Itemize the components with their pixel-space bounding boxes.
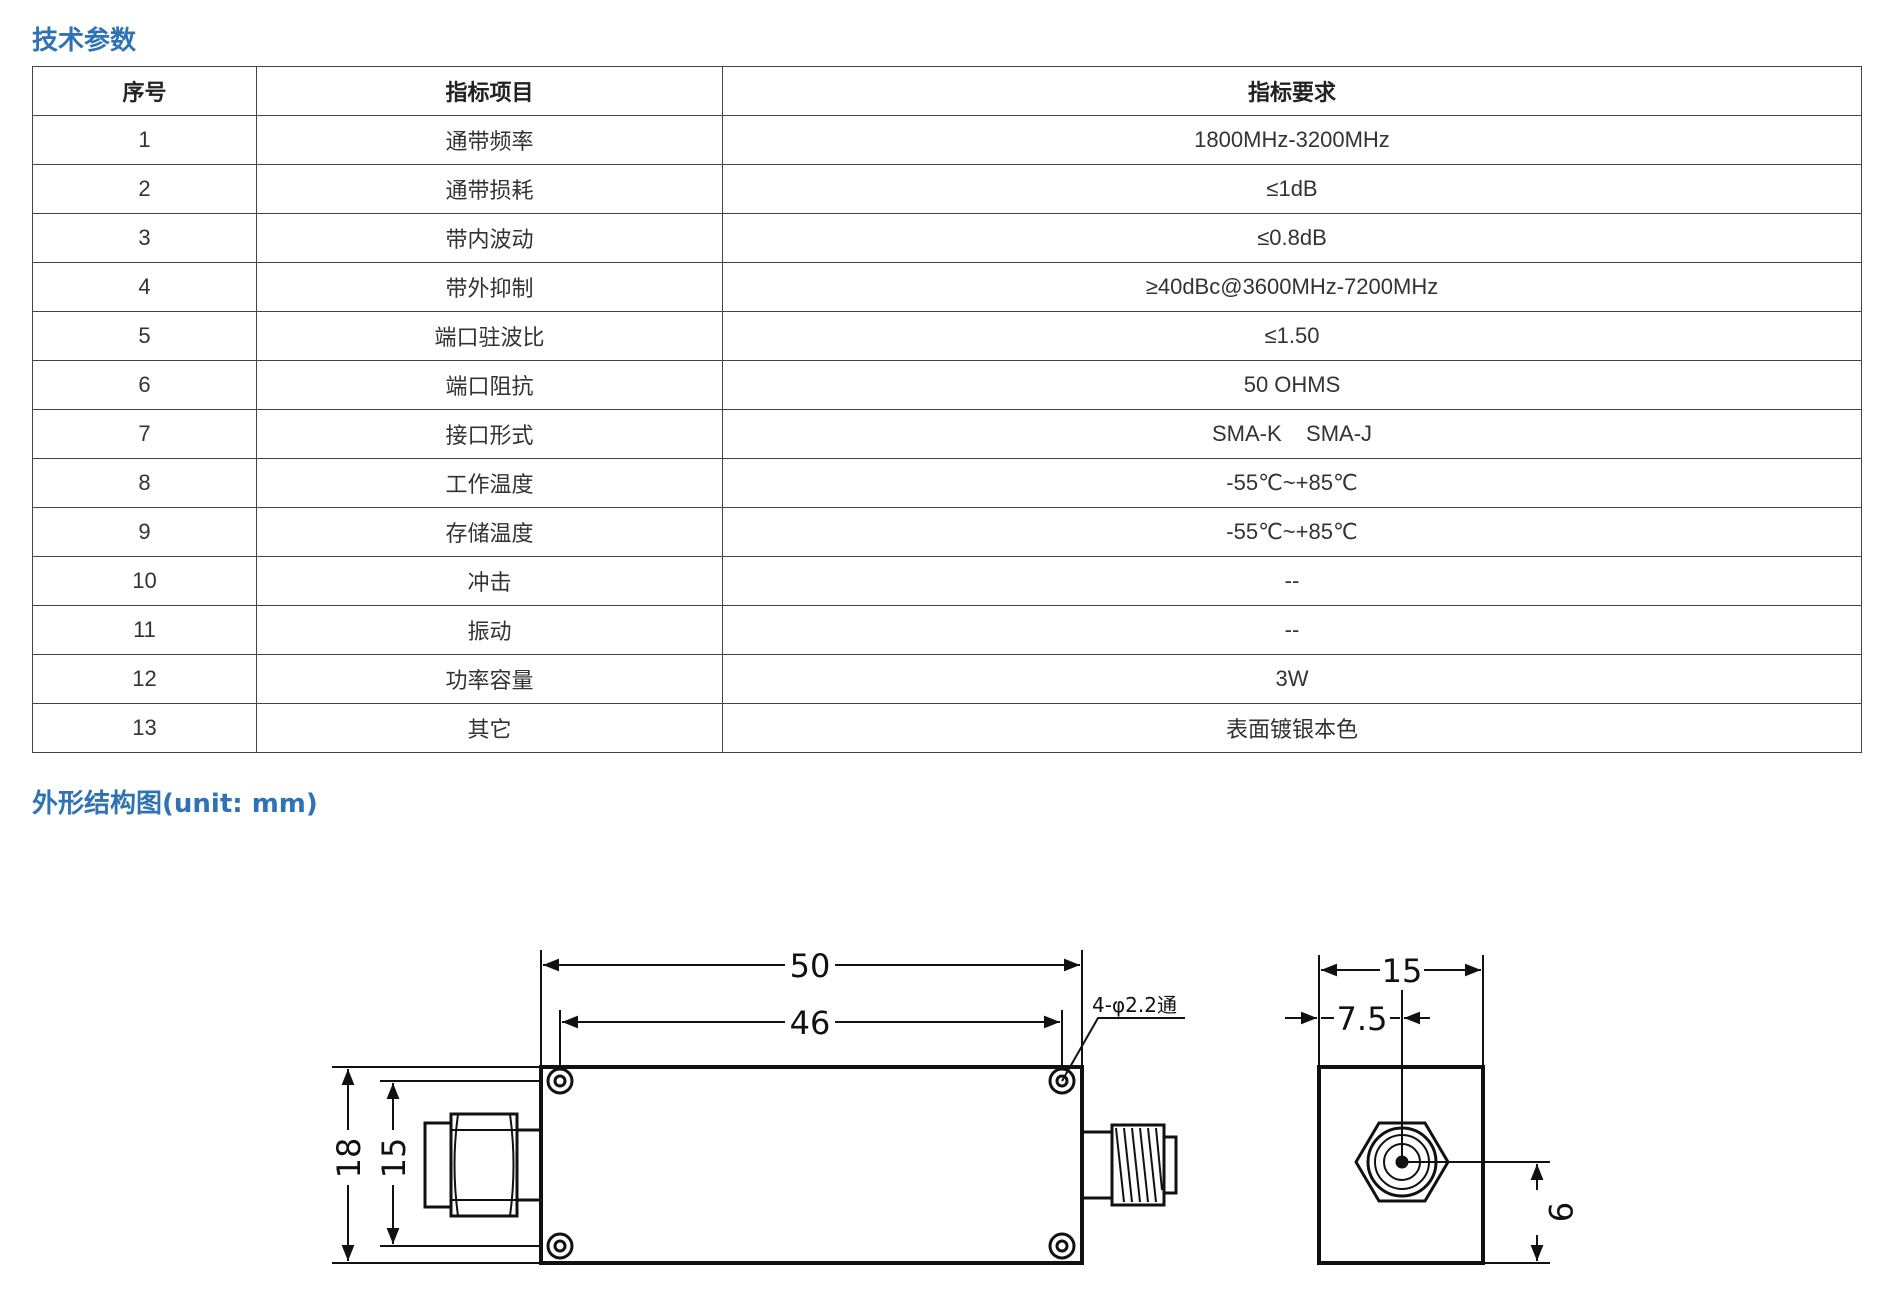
row-index: 7 <box>32 409 257 459</box>
row-item: 通带损耗 <box>256 164 723 214</box>
row-requirement: -- <box>722 605 1862 655</box>
row-index: 2 <box>32 164 257 214</box>
hole-note-leader <box>1061 1017 1185 1082</box>
row-requirement: ≤1.50 <box>722 311 1862 361</box>
row-item: 接口形式 <box>256 409 723 459</box>
row-item: 端口阻抗 <box>256 360 723 410</box>
row-item: 工作温度 <box>256 458 723 508</box>
mounting-holes <box>546 1067 1076 1260</box>
row-requirement: -55℃~+85℃ <box>722 458 1862 508</box>
row-item: 存储温度 <box>256 507 723 557</box>
row-index: 3 <box>32 213 257 263</box>
header-requirement: 指标要求 <box>722 66 1862 116</box>
front-view <box>332 950 1185 1265</box>
dim-label-15-vertical: 15 <box>375 1138 413 1179</box>
dim-label-15-end: 15 <box>1382 952 1423 990</box>
dim-label-46: 46 <box>790 1004 831 1042</box>
row-requirement: ≤0.8dB <box>722 213 1862 263</box>
row-item: 端口驻波比 <box>256 311 723 361</box>
dim-label-7.5: 7.5 <box>1337 1000 1388 1038</box>
dim-label-18: 18 <box>330 1138 368 1179</box>
row-item: 通带频率 <box>256 115 723 165</box>
row-item: 振动 <box>256 605 723 655</box>
section-title-drawing: 外形结构图(unit: mm) <box>32 789 318 819</box>
row-requirement: -55℃~+85℃ <box>722 507 1862 557</box>
row-index: 1 <box>32 115 257 165</box>
end-view <box>1285 955 1550 1265</box>
row-index: 8 <box>32 458 257 508</box>
header-index: 序号 <box>32 66 257 116</box>
row-requirement: -- <box>722 556 1862 606</box>
row-item: 带外抑制 <box>256 262 723 312</box>
filter-body <box>539 1065 1084 1265</box>
row-item: 带内波动 <box>256 213 723 263</box>
row-requirement: ≥40dBc@3600MHz-7200MHz <box>722 262 1862 312</box>
dim-label-hole-note: 4-φ2.2通 <box>1092 993 1177 1017</box>
section-title-params: 技术参数 <box>32 26 137 56</box>
row-index: 9 <box>32 507 257 557</box>
left-connector <box>423 1112 543 1218</box>
row-requirement: 表面镀银本色 <box>722 703 1862 753</box>
row-index: 13 <box>32 703 257 753</box>
row-index: 12 <box>32 654 257 704</box>
dim-label-9: 9 <box>1541 1202 1579 1222</box>
right-connector <box>1080 1123 1178 1207</box>
row-item: 功率容量 <box>256 654 723 704</box>
row-item: 其它 <box>256 703 723 753</box>
row-index: 11 <box>32 605 257 655</box>
dim-label-50: 50 <box>790 947 831 985</box>
